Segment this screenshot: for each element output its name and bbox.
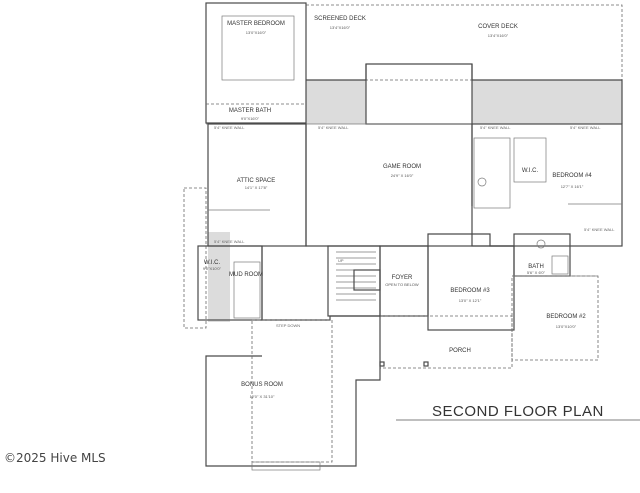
left-porch-outline bbox=[183, 187, 207, 329]
wic-upper-label: W.I.C. bbox=[522, 168, 539, 174]
bath-dims: 5'6" X 6'0" bbox=[527, 270, 546, 275]
wic-left-dims: 9'0"X10'0" bbox=[203, 266, 222, 271]
attic-space-label: ATTIC SPACE bbox=[237, 178, 275, 184]
step-down-note: STEP DOWN bbox=[276, 323, 300, 328]
porch-column-2 bbox=[423, 361, 429, 367]
toilet-bath bbox=[536, 239, 546, 249]
cover-deck-outline bbox=[305, 4, 623, 81]
bedroom3-walls bbox=[427, 245, 515, 331]
bedroom3-dims: 13'0" X 12'1" bbox=[459, 298, 482, 303]
knee-wall-note-4: 5'4" KNEE WALL bbox=[570, 125, 601, 130]
bedroom4-dims: 12'7" X 16'1" bbox=[561, 184, 584, 189]
knee-wall-note-2: 5'4" KNEE WALL bbox=[318, 125, 349, 130]
bonus-room-inner bbox=[251, 319, 333, 463]
watermark-text: ©2025 Hive MLS bbox=[4, 451, 106, 465]
bedroom3-label: BEDROOM #3 bbox=[450, 288, 490, 294]
bath-label: BATH bbox=[528, 264, 544, 270]
game-room-dims: 24'9" X 16'0" bbox=[391, 173, 414, 178]
wic-upper-outline bbox=[513, 137, 547, 183]
stair-up-note: UP bbox=[338, 258, 344, 263]
bonus-room-window bbox=[251, 461, 321, 471]
cover-deck-dims: 13'4"X16'0" bbox=[488, 33, 509, 38]
mud-room-label: MUD ROOM bbox=[229, 272, 263, 278]
foyer-walls bbox=[379, 245, 429, 317]
knee-wall-note-3: 5'4" KNEE WALL bbox=[480, 125, 511, 130]
screened-deck-label: SCREENED DECK bbox=[314, 16, 366, 22]
bathtub bbox=[551, 255, 569, 275]
roof-area-right bbox=[472, 80, 622, 124]
game-room-label: GAME ROOM bbox=[383, 164, 421, 170]
bonus-room-dims: 12'0" X 31'10" bbox=[250, 394, 275, 399]
bonus-room-label: BONUS ROOM bbox=[241, 382, 283, 388]
roof-area-left bbox=[306, 80, 366, 124]
game-room-lower-walls bbox=[305, 124, 514, 247]
plan-title: SECOND FLOOR PLAN bbox=[432, 403, 604, 420]
master-bed-outline bbox=[221, 15, 295, 81]
knee-wall-note-1: 5'4" KNEE WALL bbox=[214, 125, 245, 130]
foyer-note: OPEN TO BELOW bbox=[385, 282, 419, 287]
bedroom2-label: BEDROOM #2 bbox=[546, 314, 586, 320]
knee-wall-note-5: 5'4" KNEE WALL bbox=[214, 239, 245, 244]
master-bedroom-dims: 13'0"X16'0" bbox=[246, 30, 267, 35]
knee-wall-note-6: 5'4" KNEE WALL bbox=[584, 227, 615, 232]
wic-left-label: W.I.C. bbox=[204, 260, 221, 266]
bath-upper-fixtures bbox=[473, 137, 511, 209]
master-bedroom-label: MASTER BEDROOM bbox=[227, 21, 285, 27]
bedroom4-walls bbox=[471, 123, 623, 247]
master-bath-dims: 9'0"X16'0" bbox=[241, 116, 260, 121]
screened-deck-dims: 13'4"X16'0" bbox=[330, 25, 351, 30]
toilet-upper bbox=[477, 177, 487, 187]
bedroom2-dims: 13'0"X10'0" bbox=[556, 324, 577, 329]
porch-label: PORCH bbox=[449, 348, 471, 354]
master-bath-label: MASTER BATH bbox=[229, 108, 271, 114]
cover-deck-label: COVER DECK bbox=[478, 24, 518, 30]
bedroom4-label: BEDROOM #4 bbox=[552, 173, 592, 179]
mud-room-outline bbox=[233, 261, 261, 319]
master-bedroom-walls bbox=[205, 2, 307, 124]
foyer-label: FOYER bbox=[392, 275, 413, 281]
porch-outline bbox=[379, 315, 513, 369]
attic-space-dims: 14'1" X 17'8" bbox=[245, 185, 268, 190]
stair-treads bbox=[336, 251, 381, 301]
game-room-upper-walls bbox=[365, 64, 473, 125]
roof-area-mid bbox=[208, 232, 230, 322]
